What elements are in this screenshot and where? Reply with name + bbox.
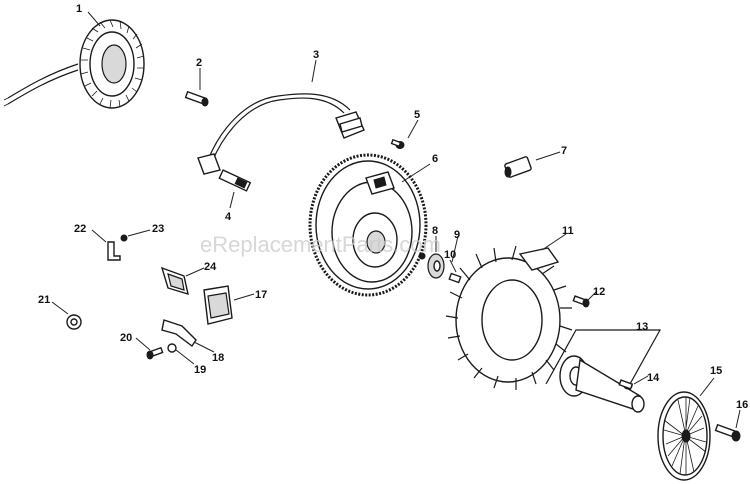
screw-part-5: [390, 138, 405, 149]
washer-part-8: [427, 253, 445, 279]
callout-labels: 1 2 3 4 5 6 7 8 9 10 11 12 13 14 15 16 1…: [38, 3, 748, 411]
bracket-part-18: [161, 319, 197, 348]
callout-9: 9: [454, 229, 460, 241]
callout-5: 5: [414, 109, 420, 121]
screw-part-14: [618, 379, 634, 390]
key-part-7: [504, 156, 532, 178]
fan-part-11: [445, 245, 573, 390]
callout-3: 3: [313, 49, 319, 61]
callout-16: 16: [736, 399, 748, 411]
hub-shaft-part-13: [545, 329, 662, 413]
callout-15: 15: [710, 365, 722, 377]
callout-4: 4: [225, 211, 232, 223]
callout-7: 7: [561, 145, 567, 157]
callout-8: 8: [432, 225, 438, 237]
clip-part-24: [160, 266, 189, 296]
callout-14: 14: [647, 372, 660, 384]
callout-19: 19: [194, 364, 206, 376]
leader-lines: [51, 11, 741, 429]
nut-part-10: [448, 272, 462, 284]
callout-17: 17: [255, 289, 267, 301]
callout-2: 2: [196, 57, 202, 69]
screw-part-9: [418, 252, 426, 260]
callout-23: 23: [152, 223, 164, 235]
callout-20: 20: [120, 332, 132, 344]
watermark-text: eReplacementParts.com: [200, 232, 441, 257]
flywheel-part-6: [308, 153, 428, 297]
callout-10: 10: [444, 249, 456, 261]
screw-part-20: [146, 346, 164, 360]
bracket-part-22: [107, 241, 121, 261]
nut-part-19: [167, 343, 177, 353]
clamp-part-21: [66, 314, 82, 330]
callout-22: 22: [74, 223, 86, 235]
screw-part-2: [184, 90, 209, 107]
callout-1: 1: [76, 3, 82, 15]
callout-24: 24: [204, 261, 217, 273]
screen-part-15: [657, 391, 711, 481]
callout-11: 11: [562, 225, 574, 237]
callout-13: 13: [636, 321, 648, 333]
screw-part-12: [572, 295, 590, 308]
ignition-module-part-3: [197, 93, 365, 175]
rectifier-part-17: [203, 285, 233, 325]
screw-part-23: [120, 234, 128, 242]
spark-plug-part-4: [218, 169, 252, 192]
callout-21: 21: [38, 294, 50, 306]
screw-part-16: [714, 423, 741, 442]
callout-6: 6: [432, 153, 438, 165]
callout-18: 18: [212, 352, 224, 364]
stator-part-1: [3, 19, 145, 109]
callout-12: 12: [593, 286, 605, 298]
